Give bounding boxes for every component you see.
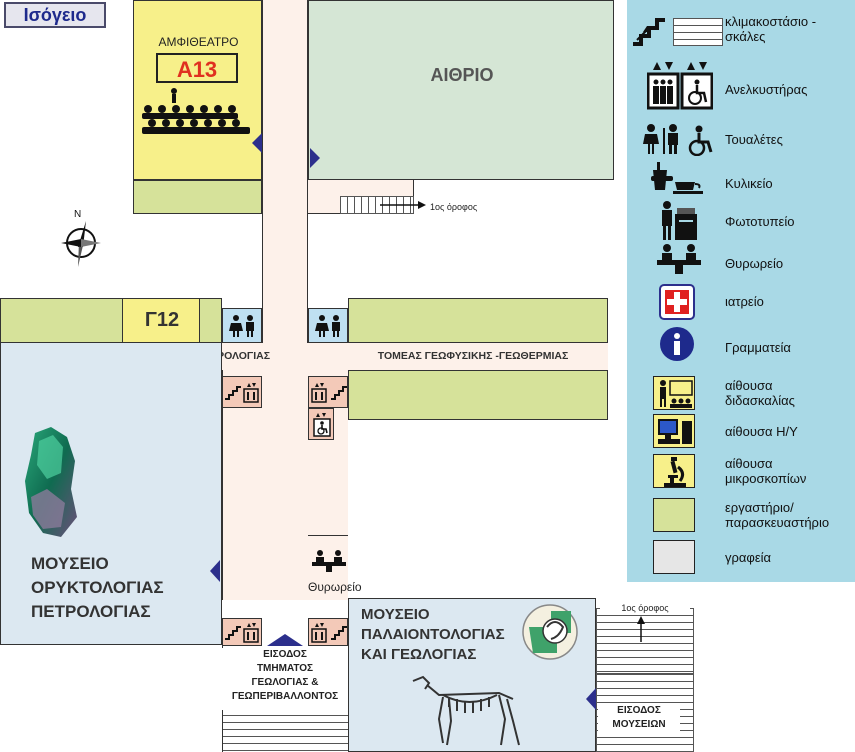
elevator-icon <box>311 383 327 403</box>
office-swatch-icon <box>653 540 695 574</box>
museum-paleo-line3: ΚΑΙ ΓΕΩΛΟΓΙΑΣ <box>361 646 477 663</box>
legend-label-office: γραφεία <box>725 550 772 565</box>
legend-label-porter: Θυρωρείο <box>725 256 784 271</box>
toilet-icon <box>643 124 713 156</box>
legend-label-photocopy: Φωτοτυπείο <box>725 214 795 229</box>
amphitheatre-code: A13 <box>176 57 218 82</box>
stairs-up-label: 1ος όροφος <box>430 202 478 212</box>
door-arrow-icon <box>586 688 596 710</box>
arrow-up-icon <box>637 616 645 642</box>
stairs-up-label-2: 1ος όροφος <box>600 603 690 613</box>
classroom-g12: Γ12 <box>122 298 200 343</box>
microscope-icon <box>664 457 686 487</box>
entrance-dept-line4: ΓΕΩΠΕΡΙΒΑΛΛΟΝΤΟΣ <box>231 691 339 702</box>
amphitheatre-code-board: A13 <box>156 53 238 83</box>
legend-label-medical: ιατρείο <box>725 294 764 309</box>
right-wing-lab-top <box>348 298 608 343</box>
stairs-icon <box>331 626 347 640</box>
entrance-museum-line2: ΜΟΥΣΕΙΩΝ <box>612 719 666 730</box>
museum-logo-icon <box>522 604 578 660</box>
museum-mineralogy-line1: ΜΟΥΣΕΙΟ <box>31 554 109 573</box>
dept-geophysics-label: ΤΟΜΕΑΣ ΓΕΩΦΥΣΙΚΗΣ -ΓΕΩΘΕΡΜΙΑΣ <box>377 350 569 362</box>
legend-label-canteen: Κυλικείο <box>725 176 773 191</box>
porters-room-wall <box>308 535 348 536</box>
audience-icon <box>142 88 250 134</box>
elevator-icon <box>243 383 259 403</box>
amphitheatre-lab <box>133 180 262 214</box>
computer-room-swatch <box>653 414 695 448</box>
amphitheatre-a13: ΑΜΦΙΘΕΑΤΡΟ A13 <box>133 0 262 180</box>
museum-entrance-labels: ΕΙΣΟΔΟΣ ΜΟΥΣΕΙΩΝ <box>598 704 680 734</box>
elevator-icon <box>311 623 327 643</box>
legend-panel: κλιμακοστάσιο - σκάλες Ανελκυστήρας Τουα… <box>627 0 855 582</box>
stairs-elevator-left <box>222 376 262 408</box>
stairs-icon <box>331 386 347 400</box>
entrance-dept-line3: ΓΕΩΛΟΓΙΑΣ & <box>251 677 319 688</box>
porters-room-label: Θυρωρείο <box>308 580 362 594</box>
compass-icon: N <box>61 209 101 267</box>
museum-paleo-line1: ΜΟΥΣΕΙΟ <box>361 606 430 623</box>
museum-paleo-line2: ΠΑΛΑΙΟΝΤΟΛΟΓΙΑΣ <box>361 626 505 643</box>
accessible-elevator-icon <box>313 413 331 437</box>
entrance-department-labels: ΕΙΣΟΔΟΣ ΤΜΗΜΑΤΟΣ ΓΕΩΛΟΓΙΑΣ & ΓΕΩΠΕΡΙΒΑΛΛ… <box>222 648 348 710</box>
stairs-icon <box>225 626 241 640</box>
legend-label-computer: αίθουσα Η/Υ <box>725 424 798 439</box>
atrium-label: ΑΙΘΡΙΟ <box>430 65 494 85</box>
entrance-dept-line1: ΕΙΣΟΔΟΣ <box>263 649 307 660</box>
canteen-icon <box>651 162 703 194</box>
atrium: ΑΙΘΡΙΟ <box>308 0 614 180</box>
museum-mineralogy-line2: ΟΡΥΚΤΟΛΟΓΙΑΣ <box>31 578 164 597</box>
legend-label-elevator: Ανελκυστήρας <box>725 82 808 97</box>
legend-label-lab: εργαστήριο/ παρασκευαστήριο <box>725 500 830 530</box>
door-arrow-icon <box>252 133 262 153</box>
computer-room-icon <box>658 419 692 444</box>
porter-icon <box>312 550 346 572</box>
stairs-icon <box>225 386 241 400</box>
stairs-elevator-bottom-right <box>308 618 348 646</box>
elevator-icon <box>243 623 259 643</box>
classroom-icon <box>660 380 693 408</box>
legend-label-stairs: κλιμακοστάσιο - σκάλες <box>725 14 817 44</box>
toilets-left <box>222 308 262 343</box>
toilet-icon <box>315 315 340 337</box>
elevator-icon <box>647 62 713 110</box>
stairs-icon <box>633 18 665 46</box>
museum-mineralogy-line3: ΠΕΤΡΟΛΟΓΙΑΣ <box>31 602 151 621</box>
toilet-icon <box>229 315 254 337</box>
amphitheatre-title: ΑΜΦΙΘΕΑΤΡΟ <box>158 35 239 49</box>
accessible-elevator <box>308 408 334 440</box>
museum-mineralogy: ΜΟΥΣΕΙΟ ΟΡΥΚΤΟΛΟΓΙΑΣ ΠΕΤΡΟΛΟΓΙΑΣ <box>0 343 222 645</box>
svg-text:N: N <box>74 209 81 220</box>
stairs-elevator-right <box>308 376 348 408</box>
entrance-museum-line1: ΕΙΣΟΔΟΣ <box>617 705 661 716</box>
lab-swatch-icon <box>653 498 695 532</box>
horse-skeleton-image <box>412 675 520 746</box>
museum-paleontology: ΜΟΥΣΕΙΟ ΠΑΛΑΙΟΝΤΟΛΟΓΙΑΣ ΚΑΙ ΓΕΩΛΟΓΙΑΣ <box>348 598 596 752</box>
info-icon <box>660 327 694 361</box>
medical-icon <box>659 284 695 320</box>
door-arrow-icon <box>310 148 320 168</box>
right-wing-lab-bottom <box>348 370 608 420</box>
mineral-crystal-image <box>25 427 77 537</box>
g12-label: Γ12 <box>144 309 180 331</box>
legend-label-classroom-1: αίθουσα διδασκαλίας <box>725 378 795 408</box>
photocopy-icon <box>662 201 697 240</box>
classroom-swatch <box>653 376 695 410</box>
museum-stairs <box>596 608 694 674</box>
stairs-elevator-bottom-left <box>222 618 262 646</box>
floor-label: Ισόγειο <box>4 2 106 28</box>
door-arrow-icon <box>210 560 220 582</box>
stairs-lines-icon <box>673 18 723 46</box>
entrance-arrow-icon <box>264 634 306 648</box>
porter-icon <box>657 244 701 274</box>
arrow-right-icon <box>380 201 426 209</box>
legend-label-info: Γραμματεία <box>725 340 791 355</box>
legend-label-toilets: Τουαλέτες <box>725 132 783 147</box>
legend-label-microscope: αίθουσα μικροσκοπίων <box>725 456 807 486</box>
toilets-right <box>308 308 348 343</box>
microscope-swatch <box>653 454 695 488</box>
entrance-dept-line2: ΤΜΗΜΑΤΟΣ <box>256 663 314 674</box>
